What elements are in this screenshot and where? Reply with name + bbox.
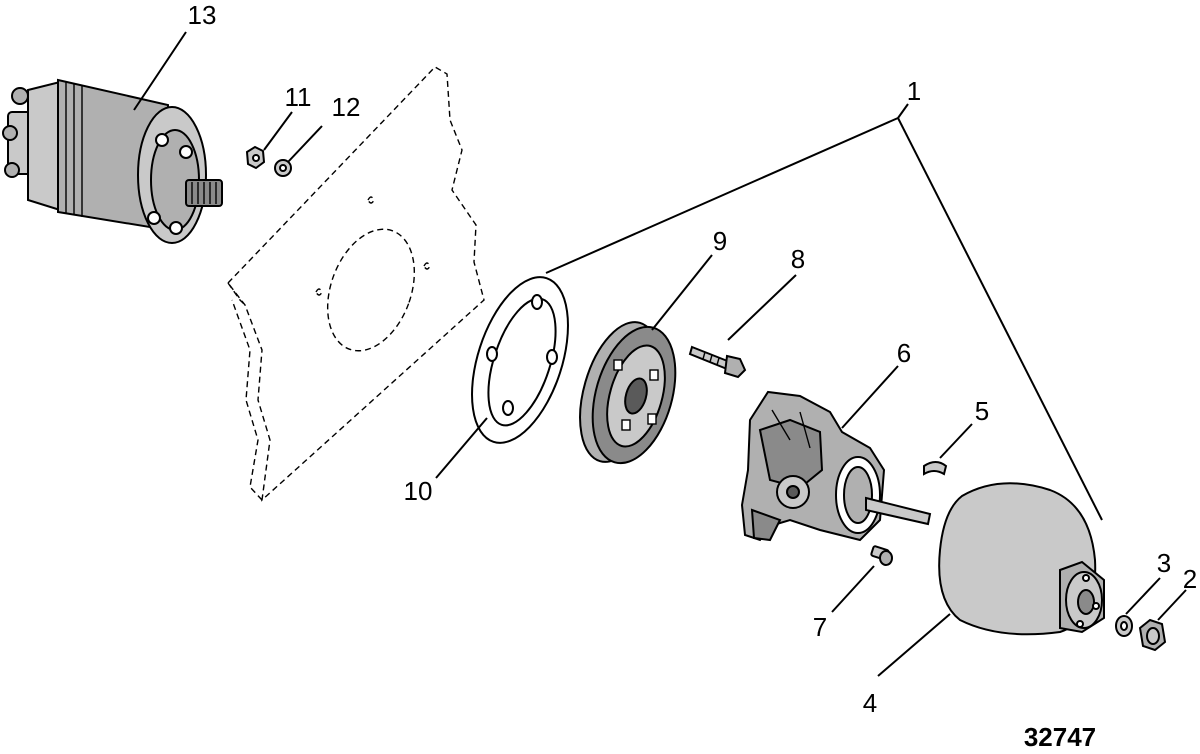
part-12-washer [274,159,292,177]
leader-8 [727,274,797,341]
leader-13 [133,31,187,111]
callout-11: 11 [285,82,312,112]
part-13-motor [2,78,223,244]
callout-2: 2 [1183,564,1197,594]
part-6-housing [740,390,932,542]
part-10-gasket [471,276,569,444]
callout-5: 5 [975,396,989,426]
part-9-flange [579,321,677,465]
callout-10: 10 [404,476,433,506]
part-2-nut [1138,618,1167,652]
mounting-plate [227,66,485,502]
leader-6 [841,365,899,429]
leader-9 [651,254,713,331]
callout-8: 8 [791,244,805,274]
part-7-screw [870,545,893,566]
callout-7: 7 [813,612,827,642]
leader-4 [877,613,951,677]
callout-6: 6 [897,338,911,368]
figure-number: 32747 [1024,722,1096,752]
leader-5 [939,423,973,459]
leader-1b [897,117,1103,521]
part-5-key [923,461,948,476]
leader-11 [263,111,293,151]
part-3-washer [1115,615,1133,637]
part-8-bolt [688,345,747,379]
part-11-nut [245,145,266,170]
leader-1a [545,117,899,274]
callout-labels: 13 11 12 1 9 8 6 5 10 7 4 3 2 32747 [188,0,1198,752]
callout-4: 4 [863,688,877,718]
callout-9: 9 [713,226,727,256]
leader-3 [1125,577,1161,615]
leader-12 [287,125,323,163]
part-4-bell-cover [938,482,1105,636]
leader-7 [831,565,875,613]
leader-2 [1157,589,1187,621]
callout-13: 13 [188,0,217,30]
leader-1-stem [897,103,909,119]
leader-lines [133,31,1187,677]
callout-1: 1 [907,76,921,106]
callout-12: 12 [332,92,361,122]
callout-3: 3 [1157,548,1171,578]
leader-10 [435,417,488,479]
